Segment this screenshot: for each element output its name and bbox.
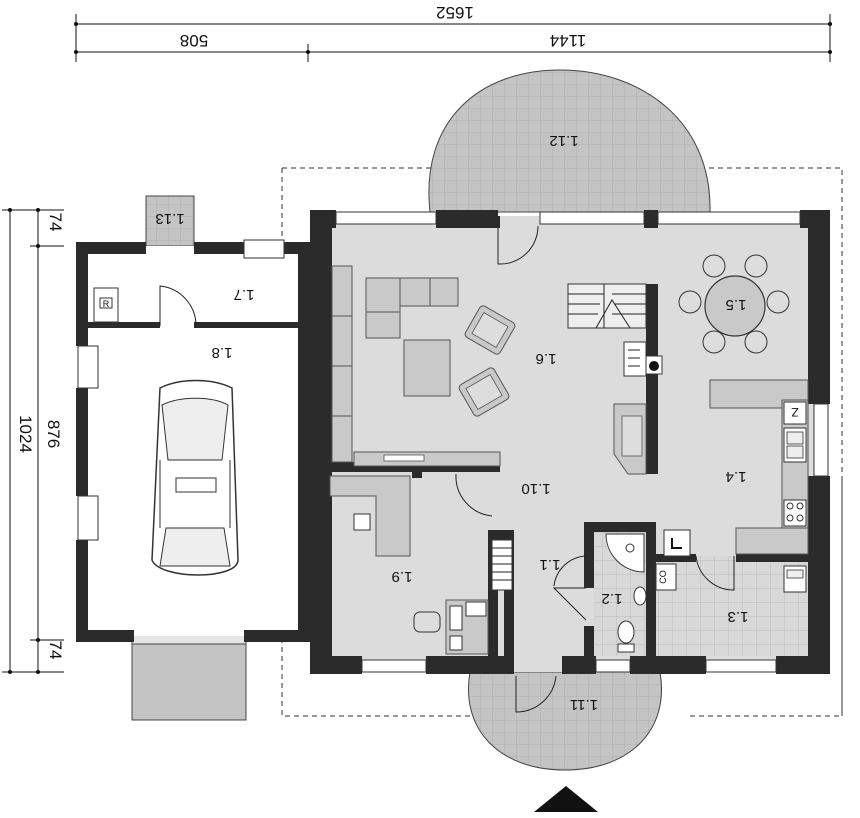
dim-total-width: 1652 [436,3,474,22]
bathroom: L CO [605,529,807,653]
room-labels: 1.12 1.13 1.7 1.8 1.5 1.6 1.4 1.10 1.1 1… [155,132,748,713]
room-label-1-1: 1.1 [540,556,561,573]
room-label-1-13: 1.13 [155,210,184,227]
room-label-1-3: 1.3 [728,608,749,625]
dim-bottom-wall: 74 [46,641,65,660]
office [329,475,513,655]
top-dimensions: 1652 508 1144 [74,3,832,62]
house-walls [310,210,830,674]
room-label-1-5: 1.5 [726,296,747,313]
living-furniture [331,265,663,475]
room-label-1-7: 1.9 [392,568,413,585]
terrace-bottom [468,671,662,771]
room-label-1-4: 1.4 [726,468,747,485]
room-label-1-11: 1.11 [570,696,598,713]
dining-table [678,254,790,354]
dim-right-width: 1144 [550,31,587,50]
boiler-label: R [103,299,110,309]
dim-left-width: 508 [180,31,208,50]
garage-walls [76,239,316,642]
dim-total-height: 1024 [16,415,35,453]
room-label-1-10: 1.10 [521,480,550,497]
room-label-1-2: 1.2 [602,590,623,607]
roof-outline [281,167,843,717]
car-icon [151,379,239,576]
entrance-porch [145,195,195,247]
fridge-label: Z [791,405,798,419]
kitchen: Z [709,379,809,555]
dim-top-wall: 74 [46,213,65,232]
terrace-top [428,69,711,213]
room-label-1-12: 1.12 [549,132,578,149]
left-dimensions: 1024 876 74 74 [2,208,65,674]
room-label-1-8: 1.7 [234,286,255,303]
dim-inner-height: 876 [44,420,63,448]
entrance-arrow-icon [534,786,598,812]
co-label: CO [658,570,668,584]
room-label-1-9: 1.8 [212,344,233,361]
door-swings [455,225,735,713]
room-label-1-6: 1.6 [536,350,557,367]
